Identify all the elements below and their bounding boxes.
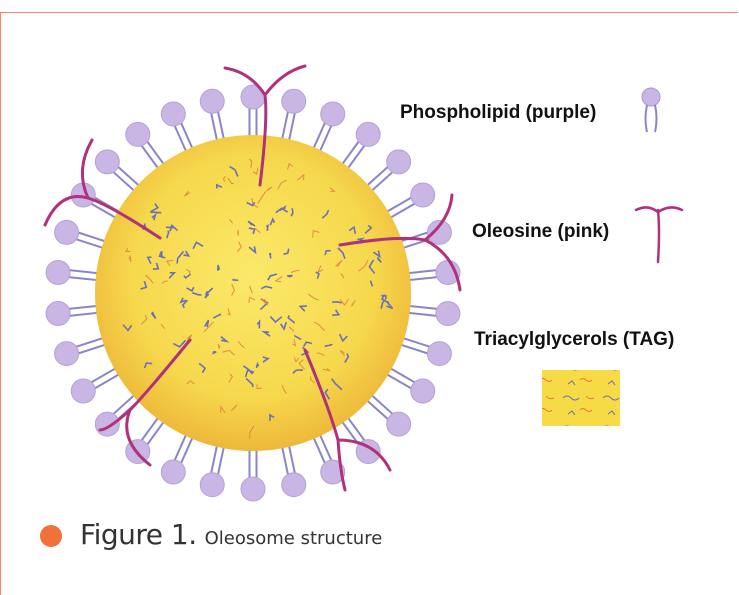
figure-number: Figure 1. [80,518,197,551]
tag-molecule [150,212,161,213]
phospholipid-icon [642,88,660,132]
tag-molecule [233,279,239,280]
tag-molecule [270,253,271,258]
oleosine-icon [636,207,682,262]
phospholipid [241,85,265,143]
bullet-icon [40,525,62,547]
tag-label: Triacylglycerols (TAG) [474,329,674,351]
oleosine-label: Oleosine (pink) [472,221,609,243]
phospholipid-label: Phospholipid (purple) [400,102,596,124]
tag-core [95,135,411,451]
phospholipid [241,443,265,501]
figure-caption-text: Oleosome structure [205,528,383,549]
tag-texture-icon [542,370,620,426]
figure-caption: Figure 1. Oleosome structure [40,518,382,551]
